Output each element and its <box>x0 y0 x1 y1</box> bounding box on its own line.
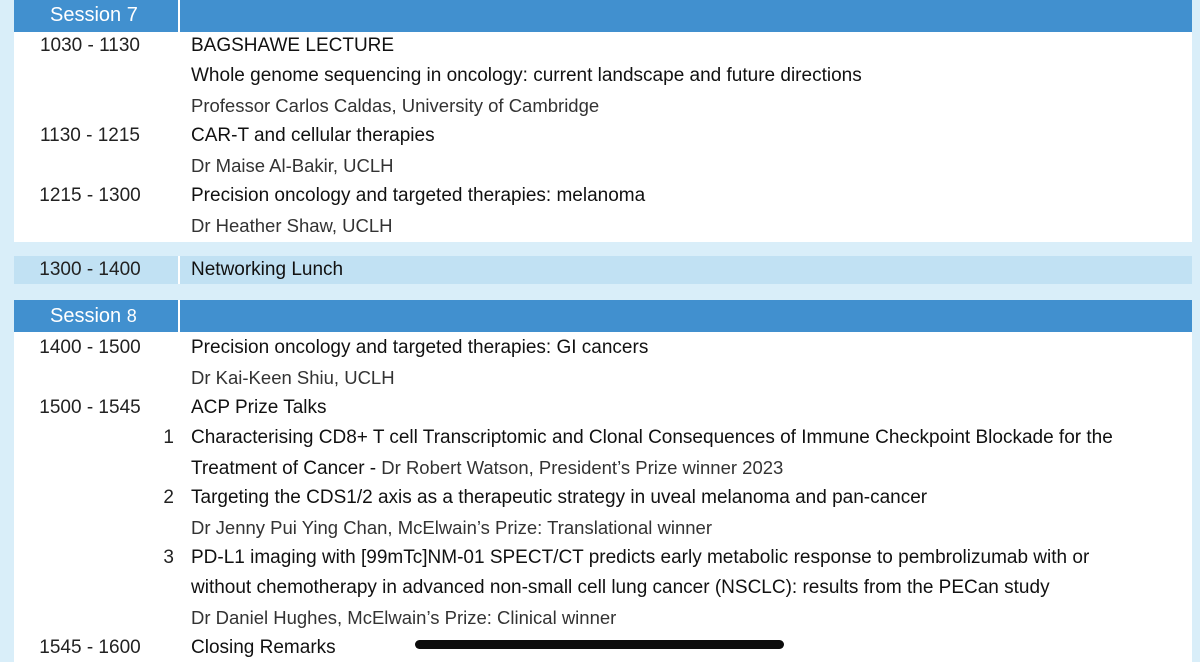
session-7-header <box>14 0 1192 32</box>
column-divider <box>178 0 180 32</box>
speaker-name: Professor Carlos Caldas, University of C… <box>191 95 600 116</box>
home-indicator[interactable] <box>415 640 784 649</box>
speaker-name: Dr Robert Watson, President’s Prize winn… <box>376 457 784 478</box>
column-divider <box>178 256 180 284</box>
talk-title: Targeting the CDS1/2 axis as a therapeut… <box>191 487 928 508</box>
speaker-name: Dr Kai-Keen Shiu, UCLH <box>191 367 395 388</box>
speaker-name: Dr Heather Shaw, UCLH <box>191 215 393 236</box>
talk-title: Characterising CD8+ T cell Transcriptomi… <box>191 427 1113 448</box>
lunch-title: Networking Lunch <box>191 259 344 280</box>
section-gap <box>14 242 1192 256</box>
lunch-band <box>14 256 1192 284</box>
speaker-name: Dr Daniel Hughes, McElwain’s Prize: Clin… <box>191 607 617 628</box>
time-slot: 1500 - 1545 <box>39 397 141 418</box>
column-divider <box>178 300 180 332</box>
talk-title-line-2: without chemotherapy in advanced non-sma… <box>191 577 1050 598</box>
time-slot: 1400 - 1500 <box>39 337 141 358</box>
talk-title: Whole genome sequencing in oncology: cur… <box>191 65 862 86</box>
prize-talks-heading: ACP Prize Talks <box>191 397 327 418</box>
time-slot: 1130 - 1215 <box>39 125 140 146</box>
time-slot: 1030 - 1130 <box>39 35 140 56</box>
talk-title: PD-L1 imaging with [99mTc]NM-01 SPECT/CT… <box>191 547 1090 568</box>
talk-title-end: Treatment of Cancer - <box>191 458 377 479</box>
talk-number: 1 <box>163 427 174 448</box>
talk-title: Precision oncology and targeted therapie… <box>191 185 646 206</box>
session-7-label: Session 7 <box>50 4 138 26</box>
talk-title: CAR-T and cellular therapies <box>191 125 435 146</box>
talk-number: 3 <box>163 547 174 568</box>
speaker-name: Dr Maise Al-Bakir, UCLH <box>191 155 394 176</box>
closing-title: Closing Remarks <box>191 637 336 658</box>
talk-title-line-2: Treatment of Cancer - Dr Robert Watson, … <box>191 456 783 481</box>
talk-title: Precision oncology and targeted therapie… <box>191 337 649 358</box>
time-slot: 1215 - 1300 <box>39 185 141 206</box>
speaker-name: Dr Jenny Pui Ying Chan, McElwain’s Prize… <box>191 517 712 538</box>
session-8-number: 8 <box>126 306 137 326</box>
session-8-word: Session <box>50 305 122 327</box>
session-8-label: Session 8 <box>50 304 137 328</box>
section-gap <box>14 284 1192 300</box>
programme-sheet: Session 7 1030 - 1130 BAGSHAWE LECTURE W… <box>14 0 1192 662</box>
lunch-time: 1300 - 1400 <box>39 259 141 280</box>
talk-number: 2 <box>163 487 174 508</box>
lecture-heading: BAGSHAWE LECTURE <box>191 35 395 56</box>
time-slot: 1545 - 1600 <box>39 637 141 658</box>
session-8-header <box>14 300 1192 332</box>
